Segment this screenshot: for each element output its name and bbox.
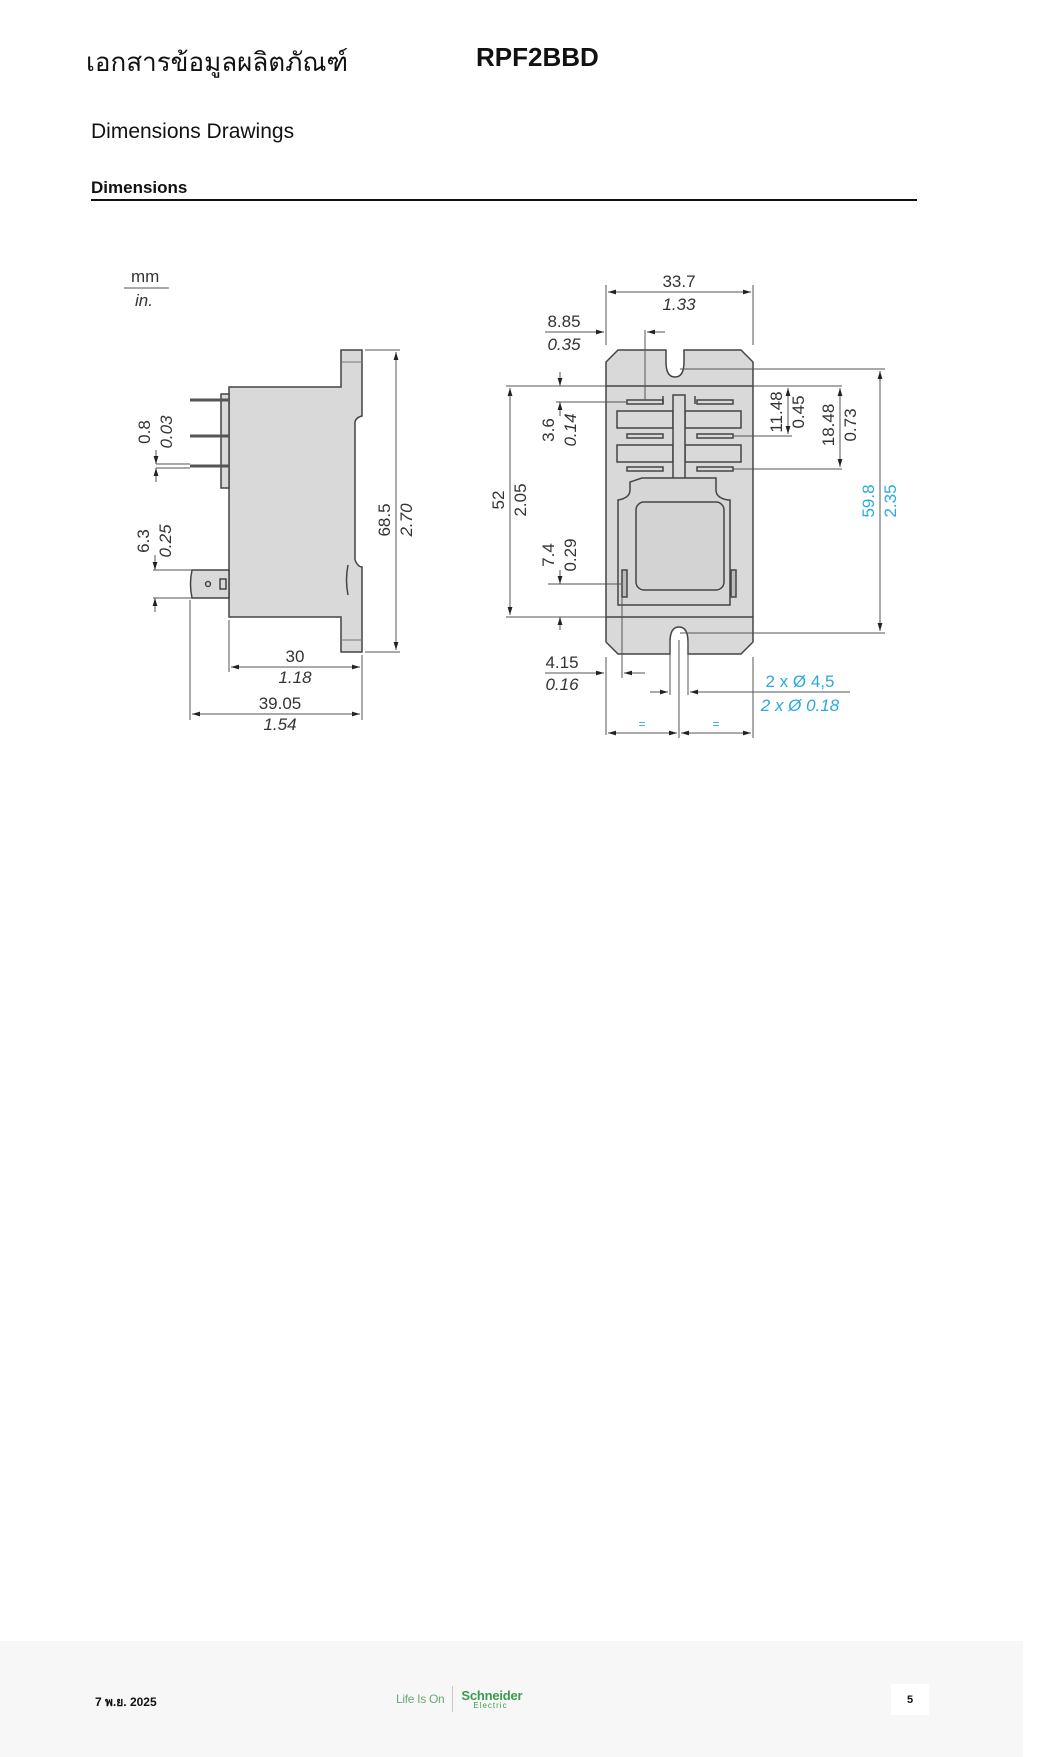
product-reference: RPF2BBD — [476, 42, 599, 72]
logo-divider — [452, 1686, 454, 1712]
dim-height-in: 2.70 — [397, 503, 416, 538]
dim-spacing1-in: 0.45 — [789, 395, 808, 428]
brand-line2: Electric — [473, 1700, 508, 1710]
dim-pin-in: 0.03 — [157, 415, 176, 449]
document-type-title: เอกสารข้อมูลผลิตภัณฑ์ — [86, 48, 349, 78]
dim-overall-in: 1.54 — [263, 715, 296, 734]
dim-pin-offset-in: 0.35 — [547, 335, 581, 354]
dim-row-offset-mm: 3.6 — [539, 418, 558, 442]
side-view-dimensions — [152, 349, 400, 720]
dim-row-offset-in: 0.14 — [561, 413, 580, 446]
schneider-logo: Life Is On Schneider Electric — [396, 1681, 523, 1717]
dim-pin-offset-mm: 8.85 — [547, 312, 580, 331]
unit-in: in. — [135, 291, 153, 310]
dim-width-mm: 33.7 — [662, 272, 695, 291]
subsection-header: Dimensions — [91, 178, 917, 201]
dimensions-drawing: mm in. — [124, 267, 900, 738]
front-view — [605, 349, 754, 655]
dim-bottom-offset-in: 0.29 — [561, 538, 580, 571]
equal-mark-right: = — [712, 717, 719, 731]
dim-edge-offset-in: 0.16 — [545, 675, 579, 694]
dim-spacing2-mm: 18.48 — [819, 404, 838, 447]
dim-height-mm: 68.5 — [375, 503, 394, 536]
life-is-on-tagline: Life Is On — [396, 1692, 445, 1706]
dim-spacing2-in: 0.73 — [841, 408, 860, 441]
dim-pin-mm: 0.8 — [135, 420, 154, 444]
dim-edge-offset-mm: 4.15 — [545, 653, 578, 672]
side-view — [189, 349, 363, 653]
subsection-title: Dimensions — [91, 178, 188, 197]
equal-mark-left: = — [638, 717, 645, 731]
dim-spacing1-mm: 11.48 — [767, 391, 786, 432]
dim-holes-mm: 2 x Ø 4,5 — [766, 672, 835, 691]
dim-bottom-offset-mm: 7.4 — [539, 543, 558, 567]
side-view-labels: 68.5 2.70 0.8 0.03 6.3 0.25 30 1.18 39.0… — [134, 415, 416, 734]
dim-width-in: 1.33 — [662, 295, 696, 314]
front-view-labels: 33.7 1.33 8.85 0.35 52 2.05 3.6 0.14 7.4… — [489, 272, 900, 731]
brand-wordmark: Schneider Electric — [461, 1689, 522, 1710]
dim-depth-in: 1.18 — [278, 668, 312, 687]
dim-mount-spacing-in: 2.35 — [881, 484, 900, 517]
dim-body-height-in: 2.05 — [511, 483, 530, 516]
footer-date: 7 พ.ย. 2025 — [95, 1695, 157, 1709]
page-number: 5 — [891, 1684, 929, 1715]
section-title: Dimensions Drawings — [91, 120, 295, 143]
dim-overall-mm: 39.05 — [259, 694, 302, 713]
unit-mm: mm — [131, 267, 159, 286]
dim-body-height-mm: 52 — [489, 491, 508, 510]
dim-holes-in: 2 x Ø 0.18 — [760, 696, 840, 715]
dim-mount-spacing-mm: 59.8 — [859, 484, 878, 517]
page-footer: 7 พ.ย. 2025 Life Is On Schneider Electri… — [0, 1641, 1023, 1757]
dim-tab-mm: 6.3 — [134, 529, 153, 553]
brand-line1: Schneider — [461, 1687, 523, 1703]
units-legend: mm in. — [124, 267, 169, 310]
dim-tab-in: 0.25 — [156, 524, 175, 558]
front-view-dimensions — [506, 285, 885, 738]
dim-depth-mm: 30 — [286, 647, 305, 666]
